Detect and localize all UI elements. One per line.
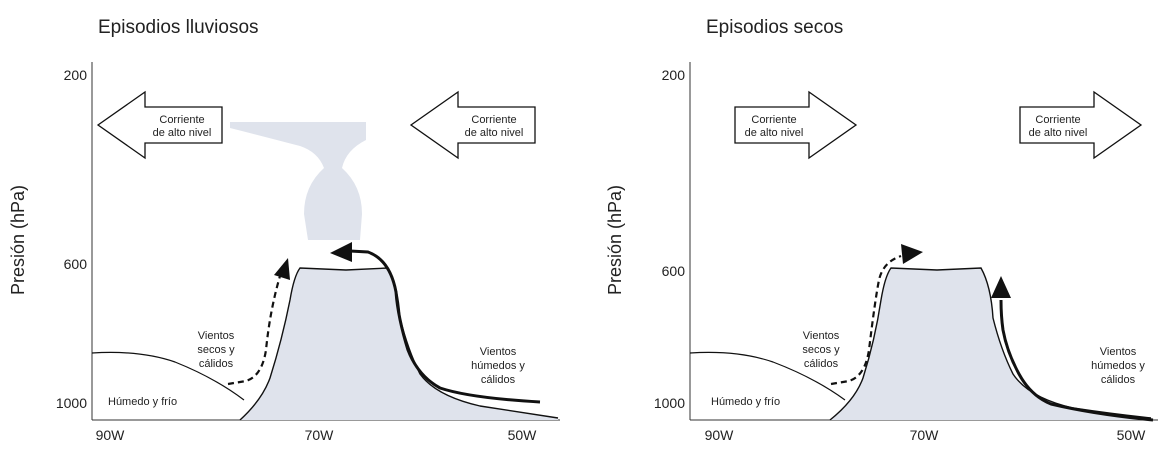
dry-winds-label: secos y xyxy=(197,344,235,356)
x-tick-label: 90W xyxy=(96,427,126,443)
arrowhead-icon xyxy=(991,276,1011,298)
arrow-label: de alto nivel xyxy=(1029,127,1088,139)
cold-air-boundary xyxy=(689,351,846,401)
upper-flow-arrow-left xyxy=(96,90,223,160)
dry-diagram: Episodios secos Presión (hPa) 200 600 10… xyxy=(605,17,1158,443)
y-axis-label: Presión (hPa) xyxy=(605,185,625,295)
arrowhead-icon xyxy=(901,244,923,264)
dry-winds-label: secos y xyxy=(802,344,840,356)
x-tick-label: 90W xyxy=(705,427,735,443)
humid-cold-label: Húmedo y frío xyxy=(711,396,780,408)
panel-dry-episodes: Episodios secos Presión (hPa) 200 600 10… xyxy=(583,0,1167,445)
arrow-label: de alto nivel xyxy=(745,127,804,139)
arrowhead-icon xyxy=(274,258,290,280)
cold-air-boundary xyxy=(91,351,245,401)
humid-wind-arrow xyxy=(999,299,1154,422)
arrowhead-icon xyxy=(330,242,352,262)
arrow-label: Corriente xyxy=(1035,114,1080,126)
humid-wind-arrow xyxy=(349,249,541,404)
dry-winds-label: cálidos xyxy=(804,358,839,370)
humid-winds-label: húmedos y xyxy=(471,360,525,372)
y-axis-label: Presión (hPa) xyxy=(8,185,28,295)
rainy-diagram: Episodios lluviosos Presión (hPa) 200 60… xyxy=(8,17,560,443)
x-tick-label: 70W xyxy=(305,427,335,443)
panel-title: Episodios lluviosos xyxy=(98,17,259,38)
y-tick-label: 600 xyxy=(662,263,686,279)
andes-mountain xyxy=(240,268,558,420)
upper-flow-arrow-left xyxy=(734,90,858,160)
arrow-label: Corriente xyxy=(471,114,516,126)
upper-flow-arrow-right xyxy=(409,90,536,160)
dry-wind-arrow xyxy=(830,254,902,386)
humid-cold-label: Húmedo y frío xyxy=(108,396,177,408)
y-tick-label: 200 xyxy=(64,67,88,83)
humid-winds-label: cálidos xyxy=(481,374,516,386)
y-tick-label: 1000 xyxy=(56,395,87,411)
arrow-label: de alto nivel xyxy=(153,127,212,139)
y-tick-label: 600 xyxy=(64,256,88,272)
x-tick-label: 50W xyxy=(508,427,538,443)
humid-winds-label: Vientos xyxy=(480,346,517,358)
arrow-label: Corriente xyxy=(751,114,796,126)
panel-rainy-episodes: Episodios lluviosos Presión (hPa) 200 60… xyxy=(0,0,583,445)
andes-mountain xyxy=(830,268,1151,420)
humid-winds-label: cálidos xyxy=(1101,374,1136,386)
x-tick-label: 70W xyxy=(910,427,940,443)
y-tick-label: 200 xyxy=(662,67,686,83)
y-tick-label: 1000 xyxy=(654,395,685,411)
dry-winds-label: Vientos xyxy=(803,330,840,342)
convective-cloud xyxy=(230,122,366,240)
arrow-label: Corriente xyxy=(159,114,204,126)
upper-flow-arrow-right xyxy=(1019,90,1143,160)
panel-title: Episodios secos xyxy=(706,17,843,38)
dry-winds-label: cálidos xyxy=(199,358,234,370)
x-tick-label: 50W xyxy=(1117,427,1147,443)
arrow-label: de alto nivel xyxy=(465,127,524,139)
humid-winds-label: Vientos xyxy=(1100,346,1137,358)
dry-wind-arrow xyxy=(227,275,282,386)
humid-winds-label: húmedos y xyxy=(1091,360,1145,372)
dry-winds-label: Vientos xyxy=(198,330,235,342)
